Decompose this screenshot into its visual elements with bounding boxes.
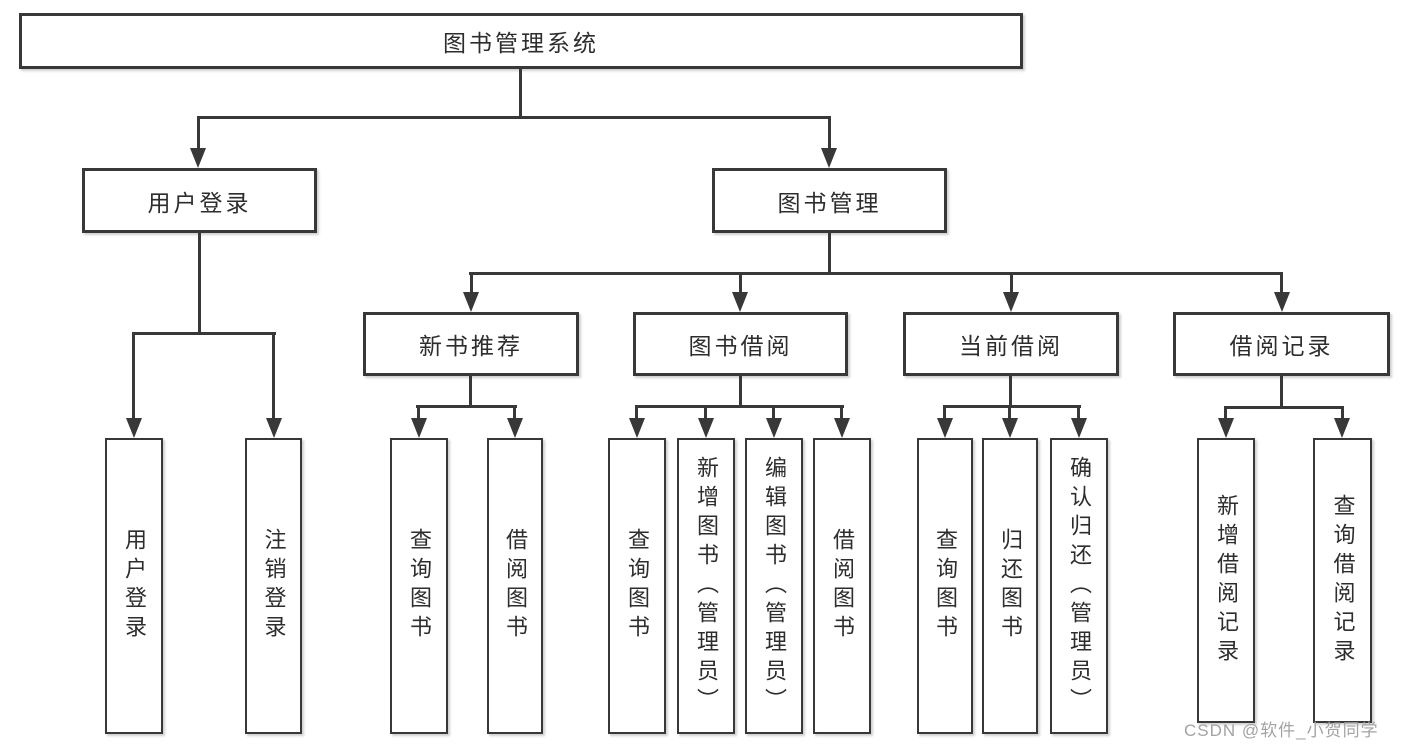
leaf-add-books-admin: 新增图书（管理员） (677, 438, 735, 734)
csdn-watermark: CSDN @软件_小贺同学 (1184, 721, 1379, 740)
connector-line (704, 405, 707, 420)
connector-line (132, 332, 276, 335)
connector-line (1010, 272, 1013, 294)
connector-line (469, 376, 472, 408)
connector-line (1077, 405, 1080, 420)
node-label: 图书管理系统 (443, 30, 599, 56)
node-borrow-records: 借阅记录 (1173, 312, 1390, 376)
arrowhead-icon (1334, 418, 1350, 438)
arrowhead-icon (1218, 418, 1234, 438)
leaf-query-books-borrowing: 查询图书 (608, 438, 666, 734)
leaf-edit-books-admin: 编辑图书（管理员） (745, 438, 803, 734)
connector-line (417, 405, 420, 420)
connector-line (739, 376, 742, 408)
arrowhead-icon (411, 418, 427, 438)
arrowhead-icon (821, 148, 837, 168)
node-current-borrowing: 当前借阅 (903, 312, 1119, 376)
connector-line (1280, 272, 1283, 294)
leaf-add-borrow-record: 新增借阅记录 (1197, 438, 1255, 723)
node-label: 借阅图书 (503, 528, 528, 644)
leaf-borrow-books-recommend: 借阅图书 (487, 438, 543, 734)
arrowhead-icon (507, 418, 523, 438)
node-label: 当前借阅 (959, 333, 1063, 359)
connector-line (132, 332, 135, 420)
connector-line (513, 405, 516, 420)
node-label: 新书推荐 (419, 333, 523, 359)
arrowhead-icon (463, 292, 479, 312)
arrowhead-icon (126, 418, 142, 438)
node-label: 图书管理 (777, 189, 882, 216)
connector-line (197, 116, 200, 150)
connector-line (470, 272, 473, 294)
arrowhead-icon (937, 418, 953, 438)
leaf-user-login: 用户登录 (105, 438, 163, 734)
arrowhead-icon (1003, 292, 1019, 312)
node-label: 编辑图书（管理员） (762, 455, 787, 717)
arrowhead-icon (732, 292, 748, 312)
arrowhead-icon (1274, 292, 1290, 312)
connector-line (840, 405, 843, 420)
leaf-query-books-recommend: 查询图书 (390, 438, 448, 734)
node-label: 用户登录 (147, 189, 252, 216)
arrowhead-icon (834, 418, 850, 438)
arrowhead-icon (698, 418, 714, 438)
node-book-management: 图书管理 (712, 168, 947, 233)
arrowhead-icon (190, 148, 206, 168)
connector-line (739, 272, 742, 294)
connector-line (1224, 406, 1344, 409)
leaf-query-borrow-record: 查询借阅记录 (1313, 438, 1372, 723)
connector-line (1341, 406, 1344, 420)
connector-line (943, 405, 1081, 408)
leaf-query-books-current: 查询图书 (917, 438, 973, 734)
connector-line (1224, 406, 1227, 420)
connector-line (416, 405, 517, 408)
node-new-book-recommend: 新书推荐 (363, 312, 579, 376)
node-root-system: 图书管理系统 (19, 13, 1023, 69)
node-label: 借阅记录 (1229, 333, 1334, 359)
connector-line (1008, 405, 1011, 420)
connector-line (272, 332, 275, 420)
connector-line (635, 405, 638, 420)
leaf-logout: 注销登录 (245, 438, 302, 734)
connector-line (198, 233, 201, 335)
node-label: 注销登录 (261, 528, 287, 644)
node-label: 查询图书 (407, 528, 432, 644)
connector-line (1009, 376, 1012, 408)
connector-line (828, 116, 831, 150)
node-label: 查询图书 (625, 528, 650, 644)
node-user-login: 用户登录 (82, 168, 317, 233)
node-book-borrowing: 图书借阅 (633, 312, 848, 376)
connector-line (772, 405, 775, 420)
node-label: 新增图书（管理员） (694, 455, 719, 717)
connector-line (1280, 376, 1283, 409)
arrowhead-icon (266, 418, 282, 438)
connector-line (197, 116, 831, 119)
leaf-return-books: 归还图书 (982, 438, 1038, 734)
connector-line (943, 405, 946, 420)
leaf-borrow-books: 借阅图书 (813, 438, 871, 734)
node-label: 确认归还（管理员） (1067, 455, 1092, 717)
arrowhead-icon (1071, 418, 1087, 438)
arrowhead-icon (629, 418, 645, 438)
node-label: 查询图书 (933, 528, 958, 644)
connector-line (635, 405, 844, 408)
node-label: 查询借阅记录 (1330, 493, 1356, 668)
node-label: 新增借阅记录 (1214, 493, 1239, 668)
leaf-confirm-return-admin: 确认归还（管理员） (1050, 438, 1108, 734)
node-label: 用户登录 (122, 528, 147, 644)
connector-line (469, 272, 1283, 275)
connector-line (519, 69, 522, 119)
node-label: 归还图书 (998, 528, 1023, 644)
node-label: 图书借阅 (688, 333, 793, 359)
connector-line (828, 233, 831, 275)
arrowhead-icon (1002, 418, 1018, 438)
node-label: 借阅图书 (830, 528, 855, 644)
arrowhead-icon (766, 418, 782, 438)
